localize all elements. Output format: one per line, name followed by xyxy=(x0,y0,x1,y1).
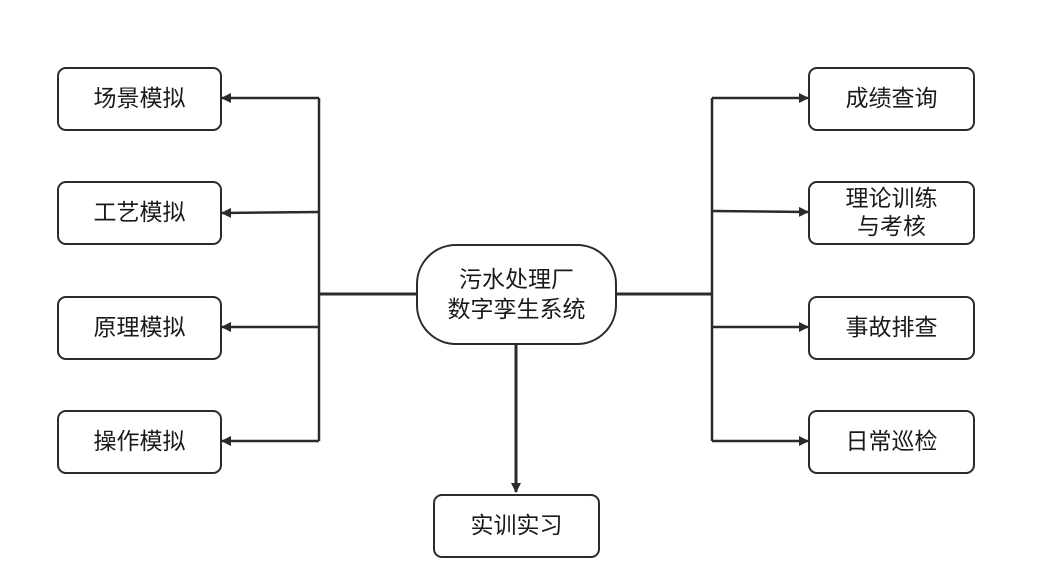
center-node-line2: 数字孪生系统 xyxy=(447,296,586,323)
right-node-1-label: 成绩查询 xyxy=(845,86,938,112)
center-node-line1: 污水处理厂 xyxy=(459,266,574,293)
bottom-node: 实训实习 xyxy=(433,494,600,558)
left-node-3-label: 原理模拟 xyxy=(93,315,186,341)
left-node-1: 场景模拟 xyxy=(57,67,222,131)
left-node-1-label: 场景模拟 xyxy=(93,86,186,112)
right-node-3: 事故排查 xyxy=(808,296,975,360)
left-node-3: 原理模拟 xyxy=(57,296,222,360)
left-node-2-label: 工艺模拟 xyxy=(93,200,186,226)
left-node-2: 工艺模拟 xyxy=(57,181,222,245)
arrow-to-right-node-2 xyxy=(711,206,809,217)
left-node-4: 操作模拟 xyxy=(57,410,222,474)
right-node-2-line2: 与考核 xyxy=(857,214,926,240)
right-node-4: 日常巡检 xyxy=(808,410,975,474)
right-node-3-label: 事故排查 xyxy=(845,315,938,341)
right-node-2: 理论训练 与考核 xyxy=(808,181,975,245)
right-node-4-label: 日常巡检 xyxy=(845,429,938,455)
right-node-2-line1: 理论训练 xyxy=(845,186,938,212)
left-node-4-label: 操作模拟 xyxy=(93,429,186,455)
bottom-node-label: 实训实习 xyxy=(470,513,563,539)
right-node-1: 成绩查询 xyxy=(808,67,975,131)
center-node: 污水处理厂 数字孪生系统 xyxy=(416,244,617,345)
arrow-to-left-node-2 xyxy=(221,207,320,218)
